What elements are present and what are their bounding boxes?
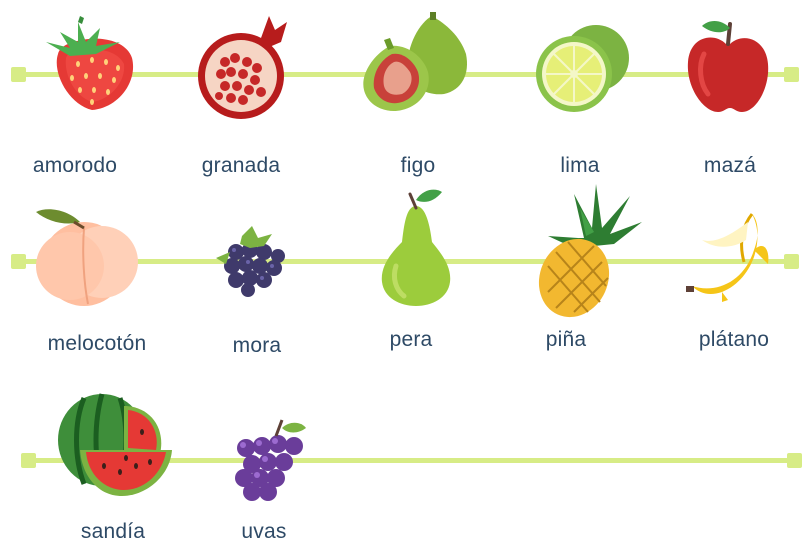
fruit-label: melocotón: [47, 332, 147, 355]
fruit-label: piña: [545, 328, 587, 351]
fruit-label: granada: [201, 154, 281, 177]
pineapple-icon: [538, 184, 642, 318]
grapes-icon: [235, 419, 306, 501]
pear-icon: [381, 189, 451, 306]
fruit-label: sandía: [80, 520, 146, 543]
watermelon-icon: [58, 393, 172, 496]
rail-end-left-row-3: [21, 453, 36, 468]
peach-icon: [36, 209, 138, 306]
pomegranate-icon: [198, 16, 287, 119]
fruit-label: mazá: [703, 154, 757, 177]
strawberry-icon: [46, 16, 134, 110]
fruit-label: plátano: [698, 328, 770, 351]
fruit-label: uvas: [241, 520, 287, 543]
rail-end-right-row-2: [784, 254, 799, 269]
fig-icon: [363, 12, 468, 112]
fruit-label: mora: [232, 334, 282, 357]
rail-end-left-row-1: [11, 67, 26, 82]
fruit-label: amorodo: [32, 154, 118, 177]
rail-row-3: [22, 458, 798, 463]
rail-end-left-row-2: [11, 254, 26, 269]
rail-end-right-row-1: [784, 67, 799, 82]
lime-icon: [536, 25, 629, 112]
fruit-label: figo: [400, 154, 436, 177]
apple-icon: [687, 21, 769, 112]
fruit-label: lima: [560, 154, 600, 177]
fruit-label: pera: [389, 328, 433, 351]
blackberry-icon: [216, 226, 285, 297]
rail-end-right-row-3: [787, 453, 802, 468]
banana-icon: [686, 213, 769, 302]
